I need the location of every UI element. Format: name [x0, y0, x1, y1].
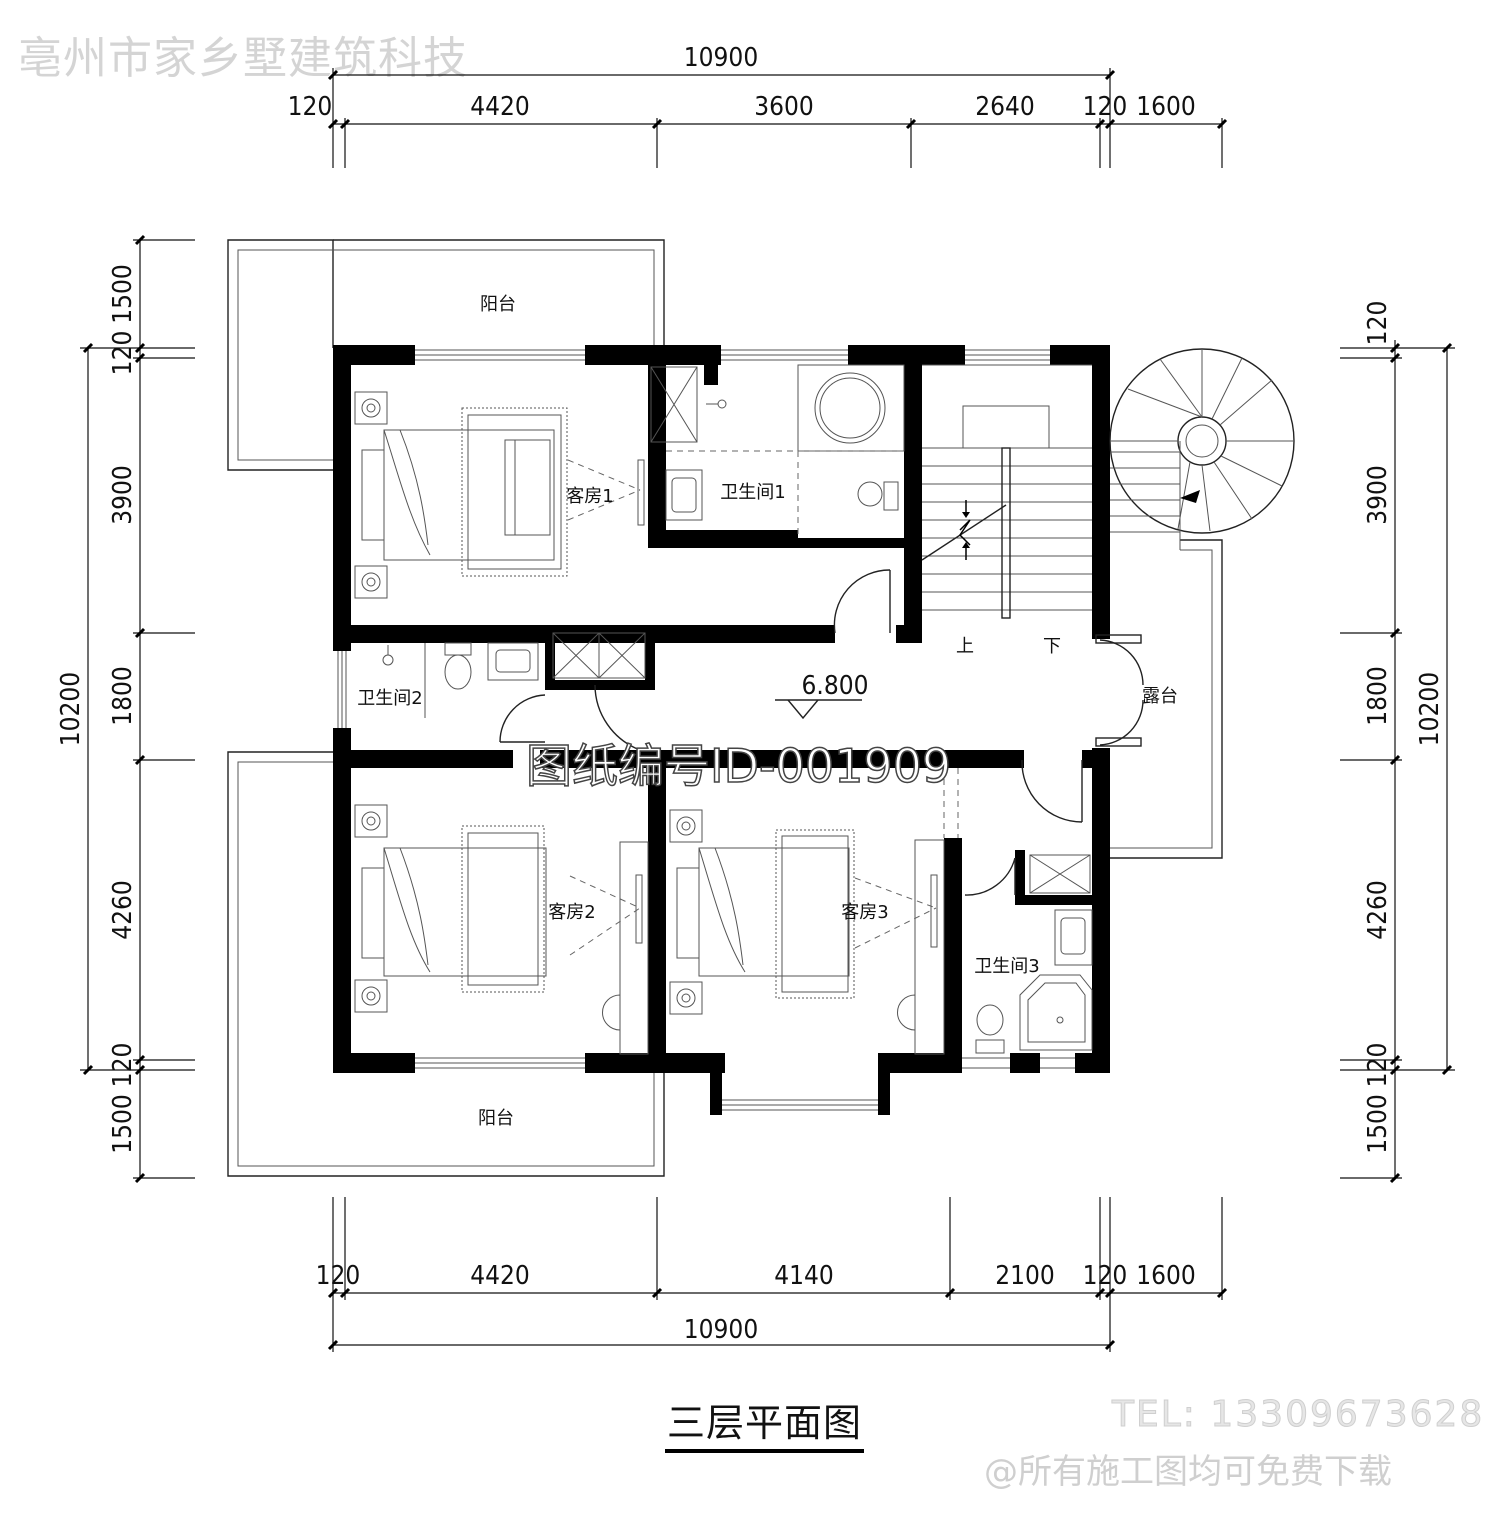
dim-bottom-total: 10900 — [684, 1315, 758, 1345]
drawing-id-watermark: 图纸编号ID-001909 — [525, 738, 952, 794]
bath3-label: 卫生间3 — [974, 956, 1039, 977]
windows — [337, 349, 1075, 1111]
bath1-fixtures: 卫生间1 — [650, 364, 905, 538]
balcony-bottom-label: 阳台 — [478, 1108, 514, 1129]
guest3-label: 客房3 — [841, 902, 888, 923]
walls — [333, 345, 1110, 1115]
dim-left-1: 120 — [108, 331, 138, 376]
dim-left-2: 3900 — [108, 465, 138, 525]
balcony-bottom — [227, 751, 665, 1177]
dim-right-3: 4260 — [1363, 880, 1393, 940]
bath2-label: 卫生间2 — [357, 688, 422, 709]
bath2-fixtures: 卫生间2 — [357, 632, 646, 718]
guest2-label: 客房2 — [548, 902, 595, 923]
bath3-fixtures: 卫生间3 — [974, 854, 1093, 1054]
guest3-furniture: 客房3 — [669, 768, 959, 1055]
dim-top-2: 3600 — [754, 92, 814, 122]
dim-bottom-5: 1600 — [1136, 1261, 1196, 1291]
elevation-label: 6.800 — [802, 671, 869, 701]
stair-down-label: 下 — [1043, 636, 1061, 657]
balcony-top-label: 阳台 — [480, 294, 516, 315]
dim-top-total: 10900 — [684, 43, 758, 73]
spiral-stair — [1109, 348, 1295, 550]
dim-left-3: 1800 — [108, 666, 138, 726]
terrace-label: 露台 — [1142, 686, 1178, 707]
guest1-furniture: 客房1 — [354, 391, 645, 599]
free-download-watermark: @所有施工图均可免费下载 — [984, 1452, 1392, 1492]
dim-right-4: 120 — [1363, 1043, 1393, 1088]
dim-bottom-0: 120 — [316, 1261, 361, 1291]
dim-top-5: 1600 — [1136, 92, 1196, 122]
plan-title: 三层平面图 — [665, 1392, 865, 1453]
dim-top-3: 2640 — [975, 92, 1035, 122]
dim-right-0: 120 — [1363, 301, 1393, 346]
terrace-outline — [1110, 539, 1223, 859]
dim-top-0: 120 — [288, 92, 333, 122]
dim-left-6: 1500 — [108, 1094, 138, 1154]
dim-top-4: 120 — [1083, 92, 1128, 122]
guest2-furniture: 客房2 — [354, 804, 649, 1055]
dim-bottom-2: 4140 — [774, 1261, 834, 1291]
dim-right-1: 3900 — [1363, 465, 1393, 525]
dim-right-5: 1500 — [1363, 1094, 1393, 1154]
dim-bottom-3: 2100 — [995, 1261, 1055, 1291]
dim-bottom-4: 120 — [1083, 1261, 1128, 1291]
bottom-dimensions: 120 4420 4140 2100 120 1600 10900 — [316, 1197, 1228, 1352]
dim-left-5: 120 — [108, 1043, 138, 1088]
dim-bottom-1: 4420 — [470, 1261, 530, 1291]
main-stair: 上 下 — [921, 364, 1092, 657]
top-dimensions: 10900 120 4420 3600 2640 120 1600 — [288, 43, 1228, 168]
balcony-top — [227, 239, 665, 471]
dim-right-total: 10200 — [1415, 672, 1445, 746]
dim-left-0: 1500 — [108, 264, 138, 324]
dim-left-total: 10200 — [56, 672, 86, 746]
guest1-label: 客房1 — [566, 486, 613, 507]
right-dimensions: 120 3900 1800 4260 120 1500 10200 — [1340, 301, 1455, 1184]
bath1-label: 卫生间1 — [720, 482, 785, 503]
left-dimensions: 1500 120 3900 1800 4260 120 1500 10200 — [56, 234, 195, 1184]
tel-watermark: TEL: 13309673628 — [1111, 1394, 1485, 1436]
dim-right-2: 1800 — [1363, 666, 1393, 726]
doors — [499, 569, 1144, 896]
corridor-elevation: 6.800 — [775, 671, 869, 720]
dim-top-1: 4420 — [470, 92, 530, 122]
dim-left-4: 4260 — [108, 880, 138, 940]
stair-up-label: 上 — [956, 636, 974, 657]
